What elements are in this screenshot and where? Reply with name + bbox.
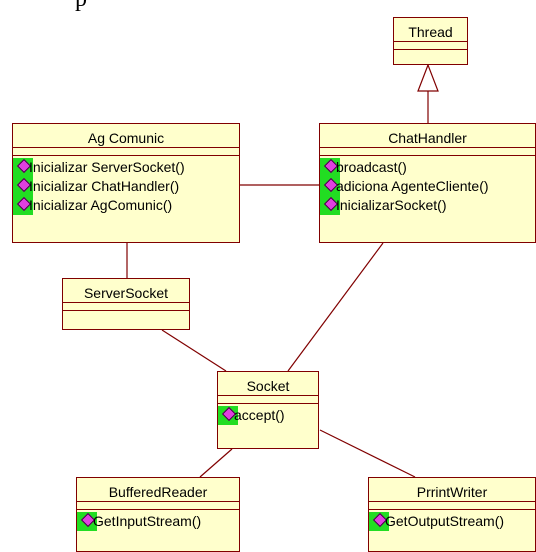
public-operation-icon (13, 177, 33, 196)
public-operation-icon (369, 512, 389, 531)
operation-item: InicializarSocket() (320, 196, 535, 215)
class-name: BufferedReader (77, 478, 239, 502)
operation-item: Inicializar AgComunic() (13, 196, 239, 215)
top-text-fragment: p (75, 0, 87, 13)
public-operation-icon (320, 196, 340, 215)
class-name: Thread (394, 18, 467, 42)
operations-compartment: GetInputStream() (77, 510, 239, 531)
operation-item: GetOutputStream() (369, 512, 535, 531)
public-operation-icon (218, 406, 238, 425)
attribute-compartment (320, 148, 535, 156)
attribute-compartment (218, 396, 318, 404)
operation-item: Inicializar ServerSocket() (13, 158, 239, 177)
inheritance-arrowhead (417, 63, 439, 92)
attribute-compartment (63, 303, 189, 311)
operation-item: accept() (218, 406, 318, 425)
assoc-serversocket-socket (161, 329, 227, 372)
class-print-writer: PrrintWriter GetOutputStream() (368, 477, 536, 552)
operation-item: broadcast() (320, 158, 535, 177)
public-operation-icon (13, 196, 33, 215)
attribute-compartment (394, 42, 467, 50)
operation-item: adiciona AgenteCliente() (320, 177, 535, 196)
class-thread: Thread (393, 17, 468, 65)
class-name: Socket (218, 372, 318, 396)
assoc-socket-printwriter (319, 429, 416, 478)
class-ag-comunic: Ag Comunic Inicializar ServerSocket() In… (12, 123, 240, 243)
operations-compartment: accept() (218, 404, 318, 425)
public-operation-icon (320, 177, 340, 196)
operation-item: GetInputStream() (77, 512, 239, 531)
class-buffered-reader: BufferedReader GetInputStream() (76, 477, 240, 552)
operations-compartment: GetOutputStream() (369, 510, 535, 531)
class-name: ServerSocket (63, 279, 189, 303)
public-operation-icon (320, 158, 340, 177)
operations-compartment: broadcast() adiciona AgenteCliente() Ini… (320, 156, 535, 215)
public-operation-icon (13, 158, 33, 177)
attribute-compartment (369, 502, 535, 510)
class-chat-handler: ChatHandler broadcast() adiciona AgenteC… (319, 123, 536, 243)
attribute-compartment (77, 502, 239, 510)
operation-item: Inicializar ChatHandler() (13, 177, 239, 196)
class-name: Ag Comunic (13, 124, 239, 148)
operations-compartment: Inicializar ServerSocket() Inicializar C… (13, 156, 239, 215)
public-operation-icon (77, 512, 97, 531)
assoc-socket-bufferedreader (199, 448, 233, 478)
class-server-socket: ServerSocket (62, 278, 190, 330)
class-name: PrrintWriter (369, 478, 535, 502)
class-socket: Socket accept() (217, 371, 319, 449)
class-name: ChatHandler (320, 124, 535, 148)
assoc-chathandler-socket (287, 242, 384, 372)
attribute-compartment (13, 148, 239, 156)
